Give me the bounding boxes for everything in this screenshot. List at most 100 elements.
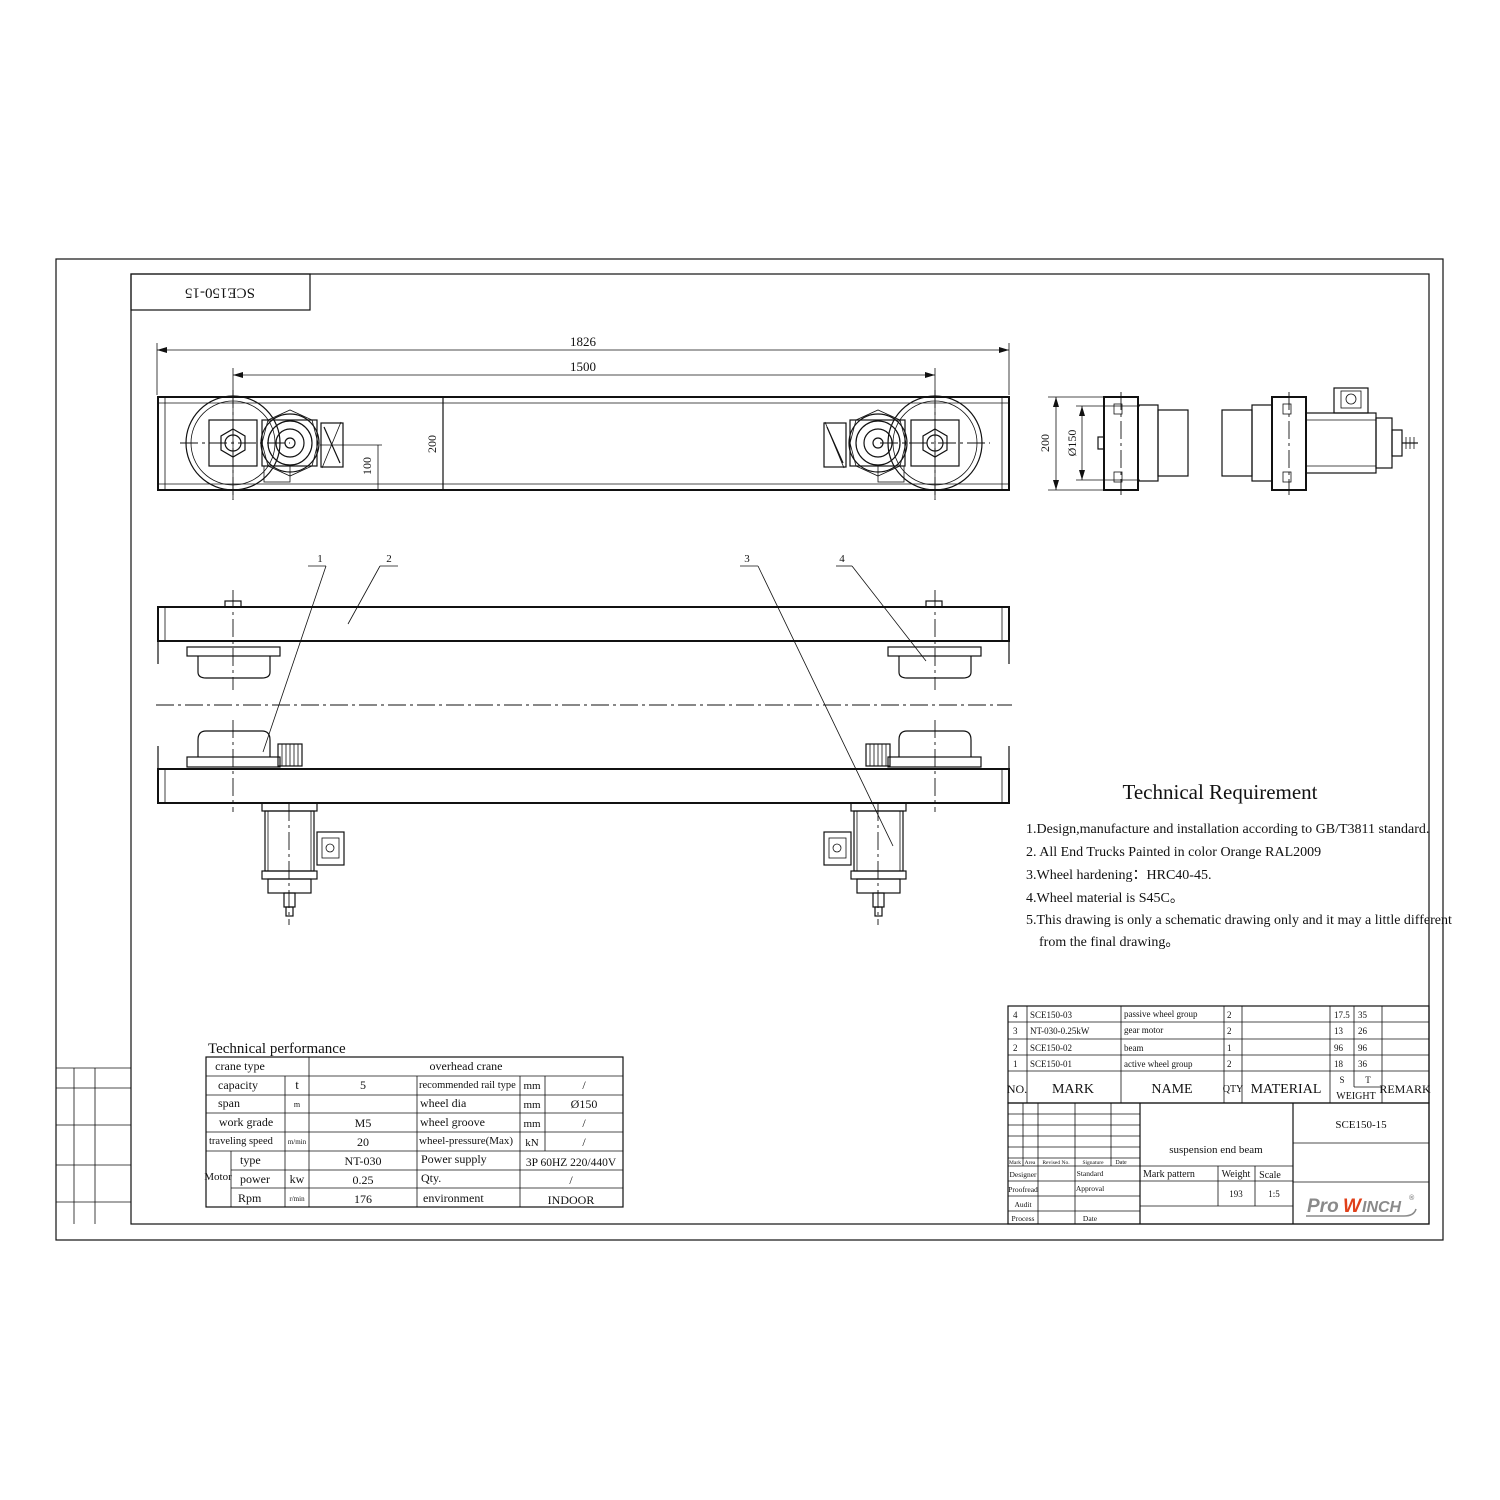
motor-label-type: type [240,1153,261,1167]
dim-side-height: 200 [1038,434,1052,452]
perf-label-wheel-dia: wheel dia [420,1096,467,1110]
perf-value-work-grade: M5 [355,1116,372,1130]
approval-label: Approval [1076,1184,1104,1193]
bom-row4-t: 35 [1358,1010,1368,1020]
perf-value-traveling-speed: 20 [357,1135,369,1149]
technical-requirement-title: Technical Requirement [1122,780,1317,804]
drawing-number: SCE150-15 [1335,1119,1387,1131]
technical-performance-title: Technical performance [208,1041,346,1057]
perf-label-rail-type: recommended rail type [419,1080,516,1091]
logo-inch-text: INCH [1362,1199,1402,1216]
rev-header-mark: Mark [1009,1160,1021,1166]
requirement-line-6: from the final drawing。 [1039,935,1179,950]
prowinch-logo: Pro W INCH ® [1306,1194,1417,1217]
technical-requirement: Technical Requirement 1.Design,manufactu… [1026,780,1452,950]
motor-value-qty: / [569,1173,573,1187]
perf-label-traveling-speed: traveling speed [209,1136,274,1147]
bom-row4-qty: 2 [1227,1010,1232,1020]
crane-type-label: crane type [215,1059,265,1073]
bom-header-t: T [1365,1075,1371,1085]
rev-header-signature: Signature [1082,1160,1104,1166]
role-proofread: Proofread [1008,1185,1038,1194]
motor-label: Motor [204,1171,232,1183]
rev-header-area: Area [1025,1160,1036,1166]
balloon-4: 4 [839,553,845,565]
bom-row2-t: 96 [1358,1043,1368,1053]
rev-header-revised-no: Revised No. [1042,1160,1070,1166]
bom-row1-qty: 2 [1227,1059,1232,1069]
perf-label-wheel-groove: wheel groove [420,1115,485,1129]
requirement-line-3: 3.Wheel hardening：HRC40-45. [1026,868,1211,883]
bom-row2-no: 2 [1013,1043,1018,1053]
motor-label-rpm: Rpm [238,1191,262,1205]
motor-value-type: NT-030 [345,1154,382,1168]
motor-value-power-supply: 3P 60HZ 220/440V [526,1157,617,1169]
bom-row2-qty: 1 [1227,1043,1232,1053]
dim-offset-100: 100 [360,457,374,475]
logo-w-text: W [1343,1196,1363,1217]
bom-row1-s: 18 [1334,1059,1344,1069]
role-designer: Designer [1009,1170,1037,1179]
bom-row2-s: 96 [1334,1043,1344,1053]
bom-row3-s: 13 [1334,1026,1344,1036]
part-name: suspension end beam [1169,1144,1263,1156]
perf-label-wheel-pressure: wheel-pressure(Max) [419,1135,513,1147]
bom-row3-mark: NT-030-0.25kW [1030,1026,1090,1036]
motor-value-rpm: 176 [354,1192,372,1206]
bom-row4-s: 17.5 [1334,1010,1350,1020]
mark-pattern-label: Mark pattern [1143,1169,1195,1180]
rotated-drawing-number: SCE150-15 [185,285,255,301]
perf-label-work-grade: work grade [219,1115,273,1129]
motor-unit-power: kw [290,1172,305,1186]
bom-row3-name: gear motor [1124,1025,1163,1035]
perf-value-wheel-groove: / [582,1116,586,1130]
perf-unit-capacity: t [295,1077,299,1092]
motor-label-environment: environment [423,1191,484,1205]
crane-type-value: overhead crane [430,1059,503,1073]
bom-header-weight: WEIGHT [1336,1091,1375,1102]
perf-label-span: span [218,1096,240,1110]
title-block: Mark Area Revised No. Signature Date Des… [1007,1102,1430,1225]
logo-registered-mark: ® [1409,1194,1415,1202]
perf-unit-traveling-speed: m/min [288,1138,307,1146]
perf-label-capacity: capacity [218,1078,258,1092]
motor-label-power-supply: Power supply [421,1152,487,1166]
perf-value-wheel-pressure: / [582,1135,586,1149]
rev-header-date: Date [1115,1160,1127,1166]
front-view-lower [157,720,1010,925]
outer-border [55,258,1444,1241]
perf-unit-rail-type: mm [523,1080,541,1092]
scale-value: 1:5 [1268,1189,1280,1199]
bom-header-s: S [1339,1075,1344,1085]
requirement-line-5: 5.This drawing is only a schematic drawi… [1026,913,1452,928]
motor-label-power: power [240,1172,270,1186]
top-view: 1826 1500 200 100 [156,334,1010,500]
role-audit: Audit [1014,1200,1032,1209]
perf-value-wheel-dia: Ø150 [571,1097,598,1111]
technical-performance-table: Technical performance crane type overhea… [204,1041,624,1208]
bom-row4-name: passive wheel group [1124,1009,1198,1019]
perf-value-capacity: 5 [360,1078,366,1092]
front-view-upper [157,590,1010,690]
bom-header-mark: MARK [1052,1082,1094,1097]
part-balloons: 1 2 3 4 [262,553,927,847]
bom-row1-mark: SCE150-01 [1030,1059,1072,1069]
motor-value-environment: INDOOR [548,1193,595,1207]
logo-pro-text: Pro [1307,1196,1339,1217]
dim-wheel-spacing: 1500 [570,359,596,374]
bom-row3-qty: 2 [1227,1026,1232,1036]
bom-row2-mark: SCE150-02 [1030,1043,1072,1053]
bom-header-material: MATERIAL [1251,1082,1322,1097]
dim-wheel-diameter: Ø150 [1065,430,1079,457]
bom-header-no: NO. [1007,1082,1027,1096]
requirement-line-4: 4.Wheel material is S45C。 [1026,891,1184,906]
motor-unit-rpm: r/min [289,1195,305,1203]
dim-height-200: 200 [425,435,439,453]
balloon-1: 1 [317,553,323,565]
requirement-line-1: 1.Design,manufacture and installation ac… [1026,822,1429,837]
bom-row2-name: beam [1124,1043,1144,1053]
motor-label-qty: Qty. [421,1171,441,1185]
role-process: Process [1012,1214,1035,1223]
balloon-3: 3 [744,553,750,565]
